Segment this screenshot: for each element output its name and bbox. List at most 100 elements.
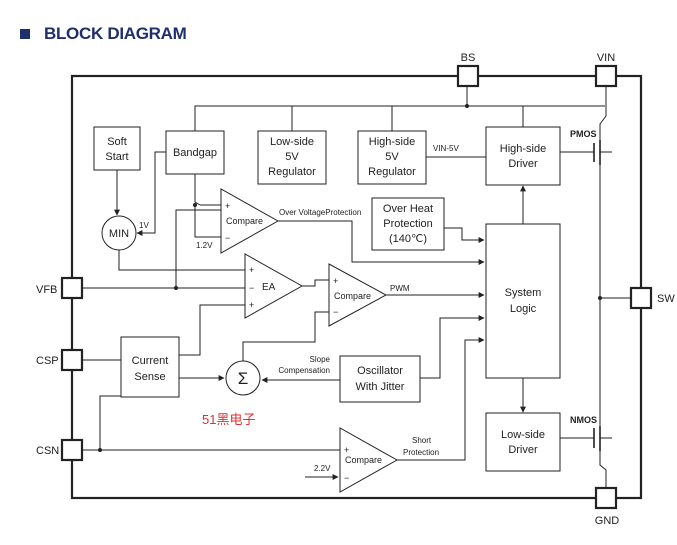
pin-vfb	[60, 276, 84, 300]
bandgap-label: Bandgap	[173, 147, 217, 159]
chip-outline	[70, 74, 643, 500]
ea-minus: −	[249, 283, 254, 293]
ea-label: EA	[262, 282, 276, 293]
pin-csn	[60, 438, 84, 462]
oscillator-line1: Oscillator	[357, 365, 403, 377]
pwm-plus: +	[333, 276, 338, 286]
soft-start-line1: Soft	[107, 136, 127, 148]
pin-gnd	[594, 486, 618, 510]
short-line1: Short	[412, 436, 432, 445]
oscillator-block	[339, 355, 421, 403]
wire-bg-ovp	[194, 174, 201, 206]
pwm-label: PWM	[390, 284, 410, 293]
current-sense-line1: Current	[132, 355, 169, 367]
pin-csp-label: CSP	[36, 355, 59, 367]
pin-sw-label: SW	[657, 293, 675, 305]
junctions	[98, 104, 602, 452]
header-bullet	[20, 29, 30, 39]
lowside-reg-line1: Low-side	[270, 136, 314, 148]
highside-driver-block	[485, 126, 561, 186]
wire-ea-pwm	[302, 279, 329, 287]
wire-osc-logic	[420, 315, 485, 379]
over-heat-block	[371, 197, 445, 251]
vin5v-label: VIN-5V	[433, 144, 459, 153]
v2-2-label: 2.2V	[314, 464, 331, 473]
short-compare-label: Compare	[345, 455, 382, 465]
pin-vfb-label: VFB	[36, 284, 57, 296]
ovp-minus: −	[225, 233, 230, 243]
short-comparator	[339, 427, 399, 493]
v1-2-label: 1.2V	[196, 241, 213, 250]
slope-line2: Compensation	[278, 366, 330, 375]
nmos-label: NMOS	[570, 415, 597, 425]
wire-min-ea	[118, 250, 245, 271]
over-heat-line2: Protection	[383, 218, 433, 230]
junction-dot	[174, 286, 178, 290]
wire-ovp-logic	[278, 220, 485, 265]
highside-reg-line2: 5V	[385, 151, 399, 163]
soft-start-line2: Start	[105, 151, 128, 163]
min-label: MIN	[109, 228, 129, 240]
junction-dot	[193, 203, 197, 207]
error-amplifier	[244, 253, 304, 319]
ovp-plus: +	[225, 201, 230, 211]
wire-sum-pwm	[242, 311, 329, 361]
over-heat-line3: (140℃)	[389, 233, 427, 245]
page-title: BLOCK DIAGRAM	[44, 24, 187, 43]
wire-short-logic	[397, 337, 485, 461]
highside-driver-line2: Driver	[508, 158, 538, 170]
ovp-compare-label: Compare	[226, 216, 263, 226]
current-sense-block	[120, 336, 180, 398]
pin-gnd-label: GND	[595, 515, 620, 527]
pwm-comparator	[328, 263, 388, 327]
system-logic-block	[485, 223, 561, 379]
lowside-driver-block	[485, 412, 561, 472]
junction-dot	[598, 296, 602, 300]
wire-1v2	[194, 205, 221, 238]
soft-start-block	[93, 126, 141, 171]
v1-label: 1V	[139, 221, 149, 230]
wire-csn-cs	[99, 395, 121, 450]
wire-oh-logic	[444, 227, 485, 243]
ovp-label: Over VoltageProtection	[279, 208, 361, 217]
highside-driver-line1: High-side	[500, 143, 546, 155]
current-sense-line2: Sense	[134, 371, 165, 383]
highside-reg-line3: Regulator	[368, 166, 416, 178]
pin-csn-label: CSN	[36, 445, 59, 457]
pin-bs-label: BS	[461, 52, 476, 64]
wire-cs-ea	[179, 304, 245, 356]
pin-vin	[594, 64, 618, 88]
system-logic-line2: Logic	[510, 303, 537, 315]
watermark-text: 51黑电子	[202, 412, 255, 427]
over-heat-line1: Over Heat	[383, 203, 433, 215]
pwm-compare-label: Compare	[334, 291, 371, 301]
lowside-reg-line3: Regulator	[268, 166, 316, 178]
junction-dot	[98, 448, 102, 452]
ea-plus-a: +	[249, 265, 254, 275]
slope-line1: Slope	[310, 355, 331, 364]
oscillator-line2: With Jitter	[356, 381, 405, 393]
junction-dot	[465, 104, 469, 108]
ea-plus-b: +	[249, 300, 254, 310]
wire-bg-min	[136, 151, 166, 236]
lowside-reg-line2: 5V	[285, 151, 299, 163]
wire-vin	[599, 86, 607, 148]
lowside-driver-line1: Low-side	[501, 429, 545, 441]
lowside-driver-line2: Driver	[508, 444, 538, 456]
pin-vin-label: VIN	[597, 52, 615, 64]
pin-csp	[60, 348, 84, 372]
header: BLOCK DIAGRAM	[20, 24, 187, 44]
ovp-comparator	[220, 188, 280, 254]
sum-symbol: Σ	[238, 369, 249, 388]
pin-bs	[456, 64, 480, 88]
wire-vfb-ovp	[175, 209, 221, 288]
short-minus: −	[344, 473, 349, 483]
pwm-minus: −	[333, 307, 338, 317]
wire-gnd	[599, 451, 607, 488]
system-logic-line1: System	[505, 287, 542, 299]
pin-sw	[629, 286, 653, 310]
highside-reg-line1: High-side	[369, 136, 415, 148]
short-line2: Protection	[403, 448, 439, 457]
short-plus: +	[344, 445, 349, 455]
